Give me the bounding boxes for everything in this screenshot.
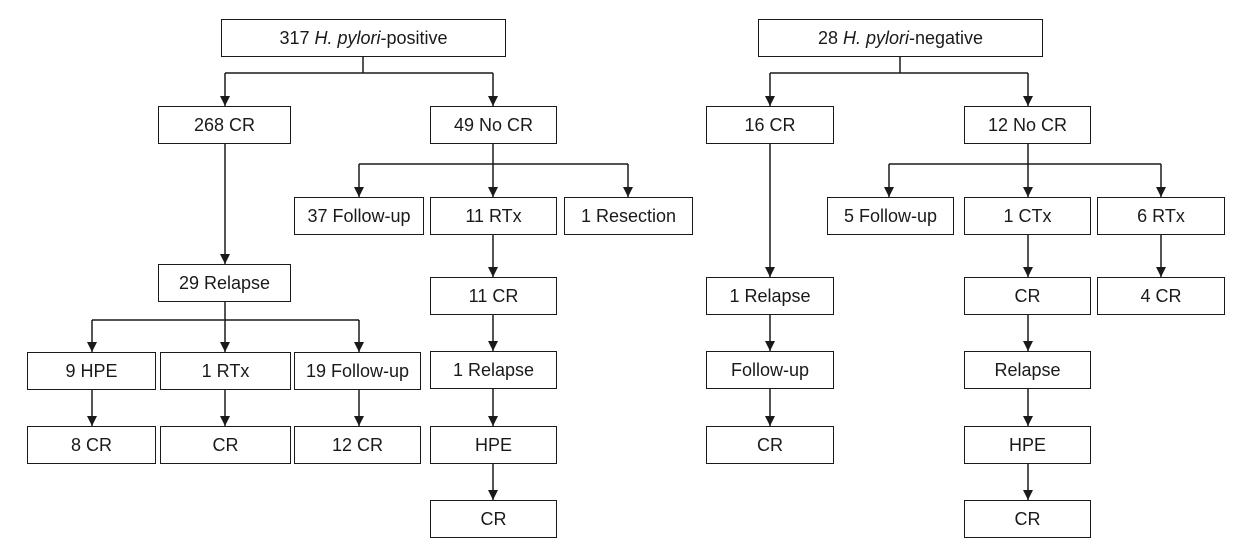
relapse-hpe-box: 9 HPE: [27, 352, 156, 390]
ctx-cr-box: CR: [964, 277, 1091, 315]
negative-no-cr-ctx-box: 1 CTx: [964, 197, 1091, 235]
hpylori-negative-species: H. pylori: [842, 27, 909, 48]
positive-no-cr-box: 49 No CR: [430, 106, 557, 144]
relapse-follow-up-box: 19 Follow-up: [294, 352, 421, 390]
positive-relapse-box: 29 Relapse: [158, 264, 291, 302]
ctx-relapse-box: Relapse: [964, 351, 1091, 389]
hpylori-positive-count: 317: [279, 27, 310, 48]
hpe-cr-box: 8 CR: [27, 426, 156, 464]
no-cr-rtx-box: 11 RTx: [430, 197, 557, 235]
no-cr-follow-up-box: 37 Follow-up: [294, 197, 424, 235]
hpylori-negative-box: 28 H. pylori-negative: [758, 19, 1043, 57]
rtx-cr-4-box: 4 CR: [1097, 277, 1225, 315]
no-cr-resection-box: 1 Resection: [564, 197, 693, 235]
rtx-cr-11-box: 11 CR: [430, 277, 557, 315]
rtx-relapse-hpe-box: HPE: [430, 426, 557, 464]
hpylori-positive-box: 317 H. pylori-positive: [221, 19, 506, 57]
hpylori-negative-status: -negative: [909, 27, 984, 48]
follow-up-cr-box: 12 CR: [294, 426, 421, 464]
rtx-relapse-hpe-cr-box: CR: [430, 500, 557, 538]
hpylori-positive-status: -positive: [380, 27, 448, 48]
positive-cr-box: 268 CR: [158, 106, 291, 144]
hpylori-positive-species: H. pylori: [314, 27, 381, 48]
negative-follow-up-cr-box: CR: [706, 426, 834, 464]
hpylori-negative-count: 28: [817, 27, 838, 48]
negative-follow-up-box: Follow-up: [706, 351, 834, 389]
ctx-relapse-hpe-cr-box: CR: [964, 500, 1091, 538]
ctx-relapse-hpe-box: HPE: [964, 426, 1091, 464]
negative-no-cr-follow-up-box: 5 Follow-up: [827, 197, 954, 235]
negative-no-cr-box: 12 No CR: [964, 106, 1091, 144]
rtx-cr-box: CR: [160, 426, 291, 464]
negative-cr-box: 16 CR: [706, 106, 834, 144]
negative-relapse-box: 1 Relapse: [706, 277, 834, 315]
relapse-rtx-box: 1 RTx: [160, 352, 291, 390]
negative-no-cr-rtx-box: 6 RTx: [1097, 197, 1225, 235]
rtx-relapse-box: 1 Relapse: [430, 351, 557, 389]
